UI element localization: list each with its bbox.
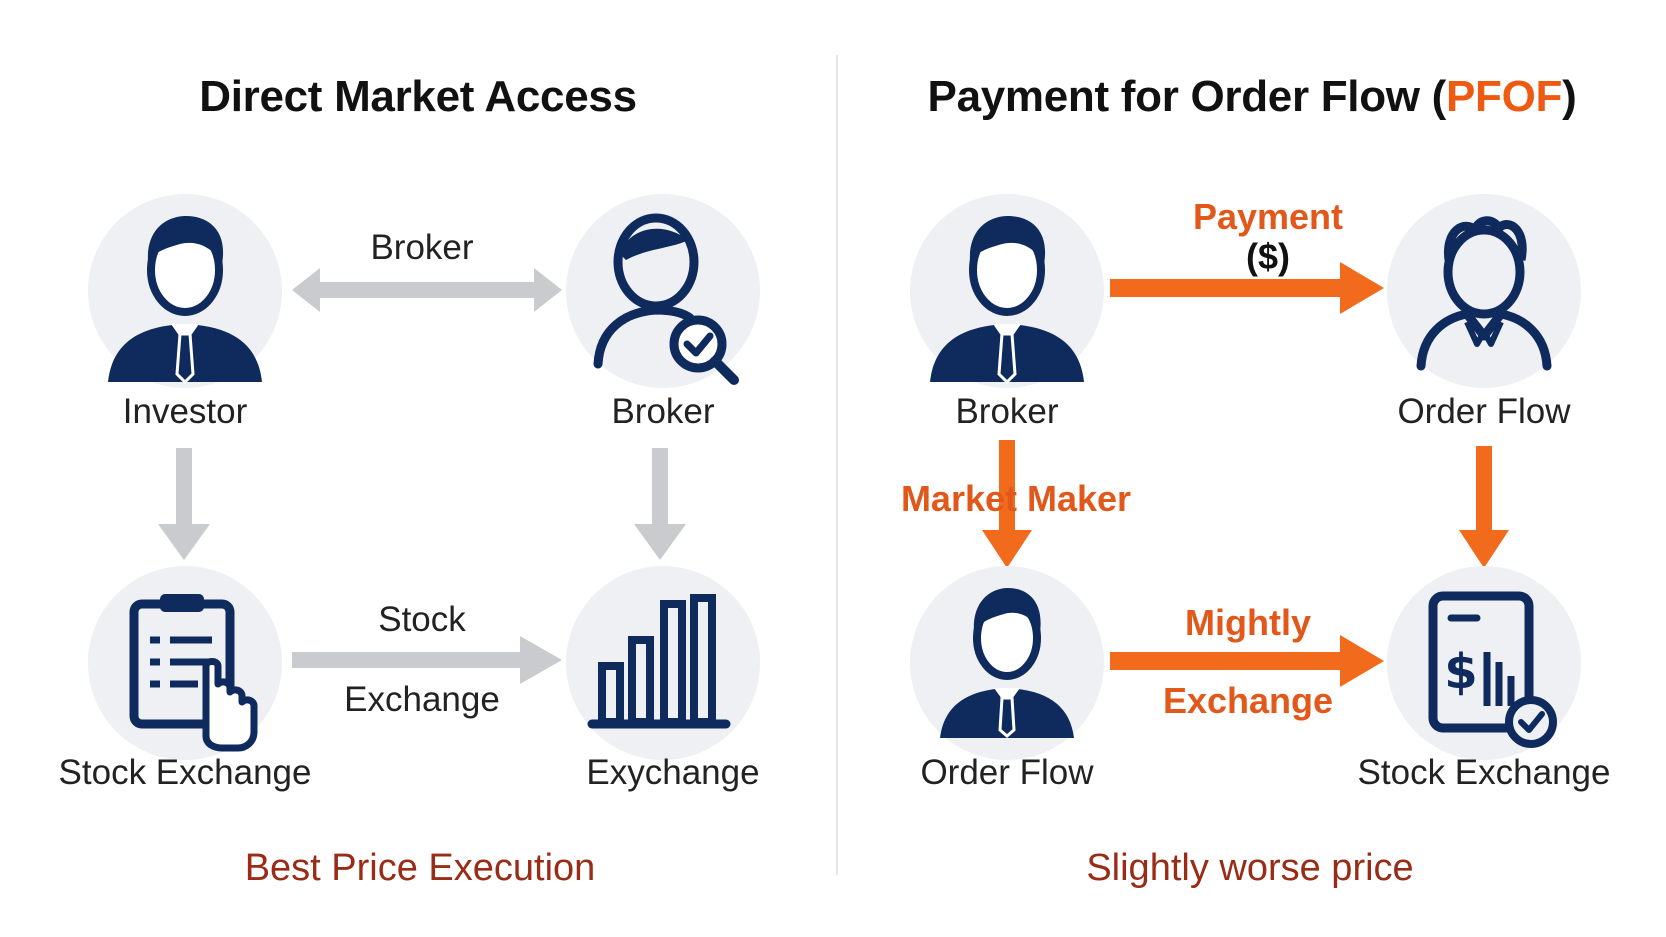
tablet-dollar-chart-icon: $ — [1428, 591, 1557, 748]
pfof-title: Payment for Order Flow (PFOF) — [838, 72, 1666, 122]
person-search-icon — [593, 213, 739, 385]
bar-chart-icon — [587, 594, 731, 729]
dma-broker-label: Broker — [611, 392, 715, 431]
pfof-title-end: ) — [1562, 72, 1577, 121]
pfof-bottom-arrow — [1110, 635, 1384, 687]
dma-footer: Best Price Execution — [244, 847, 596, 889]
dma-stock-exchange-label: Stock Exchange — [58, 753, 312, 792]
dma-bottom-arrow-label-line1: Stock — [378, 600, 466, 639]
pfof-order-flow-top-label: Order Flow — [1397, 392, 1571, 431]
dma-title: Direct Market Access — [199, 72, 637, 121]
person-suit-icon — [940, 588, 1074, 738]
dma-exchange-node — [566, 566, 760, 760]
person-suit-icon — [930, 216, 1084, 385]
pfof-top-arrow-label-line2: ($) — [1246, 236, 1290, 277]
dma-right-down-arrow — [634, 448, 686, 560]
pfof-top-arrow-label-line1: Payment — [1192, 196, 1344, 237]
dma-broker-node — [566, 194, 760, 388]
pfof-order-flow-top-node — [1387, 194, 1581, 388]
dma-investor-label: Investor — [122, 392, 248, 431]
pfof-order-flow-bottom-node — [910, 566, 1104, 760]
dma-top-double-arrow — [292, 268, 562, 312]
section-divider — [836, 55, 838, 875]
clipboard-hand-icon — [129, 594, 258, 752]
pfof-footer: Slightly worse price — [1086, 847, 1414, 889]
dma-investor-node — [88, 194, 282, 388]
pfof-stock-exchange-label: Stock Exchange — [1357, 753, 1611, 792]
pfof-bottom-arrow-label-line2: Exchange — [1162, 680, 1334, 721]
dma-bottom-arrow-label-line2: Exchange — [344, 680, 500, 719]
pfof-title-main: Payment for Order Flow ( — [927, 72, 1447, 121]
pfof-stock-exchange-node: $ — [1387, 566, 1581, 760]
dma-exchange-label: Exychange — [586, 753, 760, 792]
svg-text:$: $ — [1444, 644, 1477, 700]
pfof-bottom-arrow-label-line1: Mightly — [1185, 602, 1311, 643]
person-suit-icon — [108, 216, 262, 385]
person-outline-icon — [1416, 216, 1552, 371]
dma-left-down-arrow — [158, 448, 210, 560]
pfof-left-arrow-label: Market Maker — [900, 478, 1132, 519]
pfof-order-flow-bottom-label: Order Flow — [920, 753, 1094, 792]
pfof-right-down-arrow — [1459, 446, 1509, 568]
dma-stock-exchange-node — [88, 566, 282, 760]
pfof-broker-label: Broker — [955, 392, 1059, 431]
dma-bottom-right-arrow — [292, 636, 562, 684]
pfof-top-arrow — [1110, 262, 1384, 314]
pfof-broker-node — [910, 194, 1104, 388]
dma-top-arrow-label: Broker — [370, 228, 474, 267]
pfof-title-accent: PFOF — [1445, 72, 1563, 121]
pfof-left-down-arrow — [982, 440, 1032, 568]
